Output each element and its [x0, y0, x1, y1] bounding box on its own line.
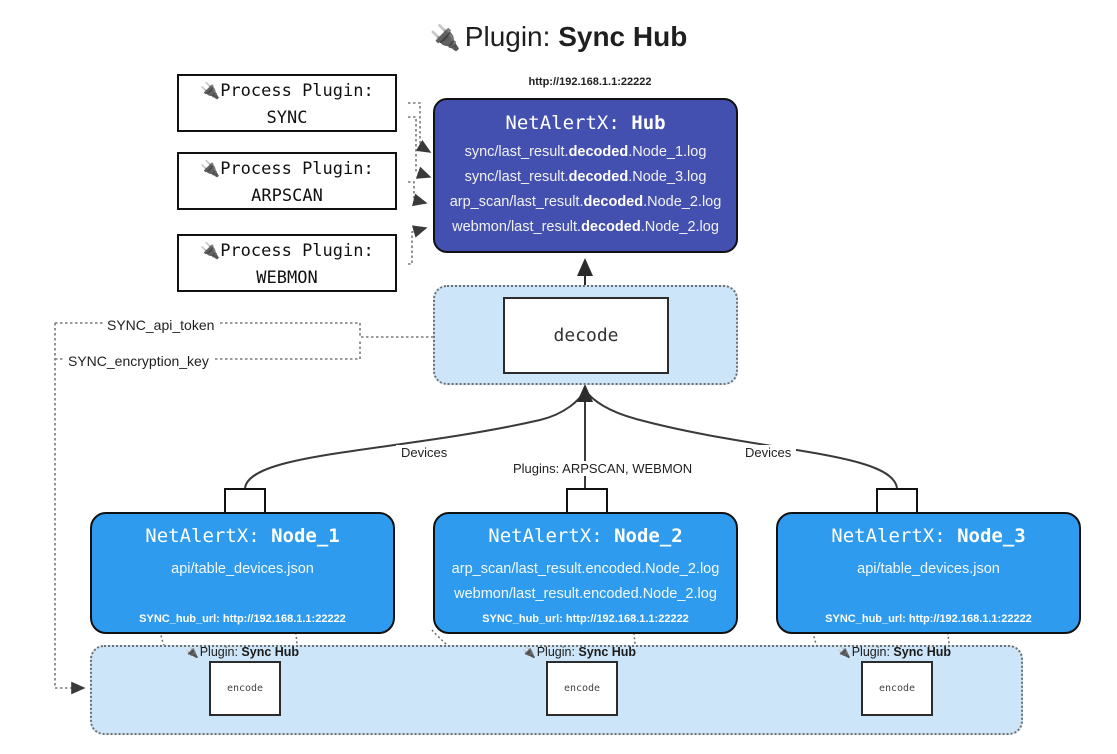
node-box-node-2[interactable]: NetAlertX: Node_2 arp_scan/last_result.e…: [433, 512, 738, 634]
process-plugin-name: WEBMON: [256, 268, 318, 288]
node-log-list: arp_scan/last_result.encoded.Node_2.log …: [435, 557, 736, 607]
node-log-list: api/table_devices.json: [92, 557, 393, 582]
label-sync-encryption-key: SYNC_encryption_key: [64, 353, 213, 369]
plug-icon: 🔌: [522, 647, 536, 659]
encode-caption-3: 🔌Plugin: Sync Hub: [837, 645, 952, 659]
page-title: 🔌Plugin: Sync Hub: [0, 16, 1117, 59]
plug-icon: 🔌: [837, 647, 851, 659]
hub-title-prefix: NetAlertX:: [505, 112, 632, 134]
process-plugin-webmon[interactable]: 🔌Process Plugin: WEBMON: [177, 234, 397, 292]
decode-box[interactable]: decode: [503, 297, 669, 374]
edge-arpscan-to-hub: [408, 181, 428, 207]
node-hub-url: SYNC_hub_url: http://192.168.1.1:22222: [825, 613, 1032, 625]
plug-icon: 🔌: [200, 81, 221, 100]
node-log-list: api/table_devices.json: [778, 557, 1079, 582]
edge-webmon-to-hub: [408, 225, 428, 265]
node-log-line: arp_scan/last_result.encoded.Node_2.log: [451, 561, 720, 577]
hub-url-label: http://192.168.1.1:22222: [528, 76, 652, 88]
hub-title-name: Hub: [631, 112, 666, 134]
process-plugin-sync[interactable]: 🔌Process Plugin: SYNC: [177, 74, 397, 132]
node-box-node-1[interactable]: NetAlertX: Node_1 api/table_devices.json…: [90, 512, 395, 634]
edge-sync-to-hub-line2: [408, 116, 432, 179]
hub-log-line: webmon/last_result.decoded.Node_2.log: [452, 219, 719, 235]
process-plugin-name: ARPSCAN: [251, 186, 323, 206]
plug-icon: 🔌: [200, 241, 221, 260]
node-log-line: api/table_devices.json: [857, 561, 1000, 577]
node-title: NetAlertX: Node_3: [831, 525, 1026, 547]
node-log-line: api/table_devices.json: [171, 561, 314, 577]
edge-sync-to-hub-line1: [408, 102, 432, 153]
hub-log-line: arp_scan/last_result.decoded.Node_2.log: [449, 194, 722, 210]
node-hub-url: SYNC_hub_url: http://192.168.1.1:22222: [482, 613, 689, 625]
edge-label-devices-right: Devices: [740, 445, 797, 460]
process-plugin-arpscan[interactable]: 🔌Process Plugin: ARPSCAN: [177, 152, 397, 210]
encode-box-2[interactable]: encode: [546, 661, 618, 716]
encode-caption-1: 🔌Plugin: Sync Hub: [185, 645, 300, 659]
plug-icon: 🔌: [185, 647, 199, 659]
node-box-node-3[interactable]: NetAlertX: Node_3 api/table_devices.json…: [776, 512, 1081, 634]
edge-keys-to-encode-zone: [54, 323, 86, 695]
hub-log-list: sync/last_result.decoded.Node_1.log sync…: [435, 140, 736, 240]
process-plugin-label: Process Plugin:: [220, 81, 374, 101]
edge-label-devices-left: Devices: [396, 445, 453, 460]
page-title-name: Sync Hub: [558, 21, 688, 52]
node-hub-url: SYNC_hub_url: http://192.168.1.1:22222: [139, 613, 346, 625]
node-title: NetAlertX: Node_1: [145, 525, 340, 547]
page-title-prefix: Plugin:: [464, 21, 559, 52]
hub-log-line: sync/last_result.decoded.Node_1.log: [464, 144, 707, 160]
edge-label-plugins: Plugins: ARPSCAN, WEBMON: [508, 461, 698, 476]
node-log-line: webmon/last_result.encoded.Node_2.log: [454, 586, 717, 602]
plug-icon: 🔌: [429, 24, 461, 52]
process-plugin-name: SYNC: [266, 108, 308, 128]
hub-node-box[interactable]: NetAlertX: Hub sync/last_result.decoded.…: [433, 98, 738, 253]
encode-caption-2: 🔌Plugin: Sync Hub: [522, 645, 637, 659]
node-title: NetAlertX: Node_2: [488, 525, 683, 547]
process-plugin-label: Process Plugin:: [220, 159, 374, 179]
process-plugin-label: Process Plugin:: [220, 241, 374, 261]
hub-title: NetAlertX: Hub: [435, 112, 736, 134]
label-sync-api-token: SYNC_api_token: [103, 317, 219, 333]
plug-icon: 🔌: [200, 159, 221, 178]
hub-log-line: sync/last_result.decoded.Node_3.log: [464, 169, 707, 185]
encode-box-1[interactable]: encode: [209, 661, 281, 716]
encode-box-3[interactable]: encode: [861, 661, 933, 716]
